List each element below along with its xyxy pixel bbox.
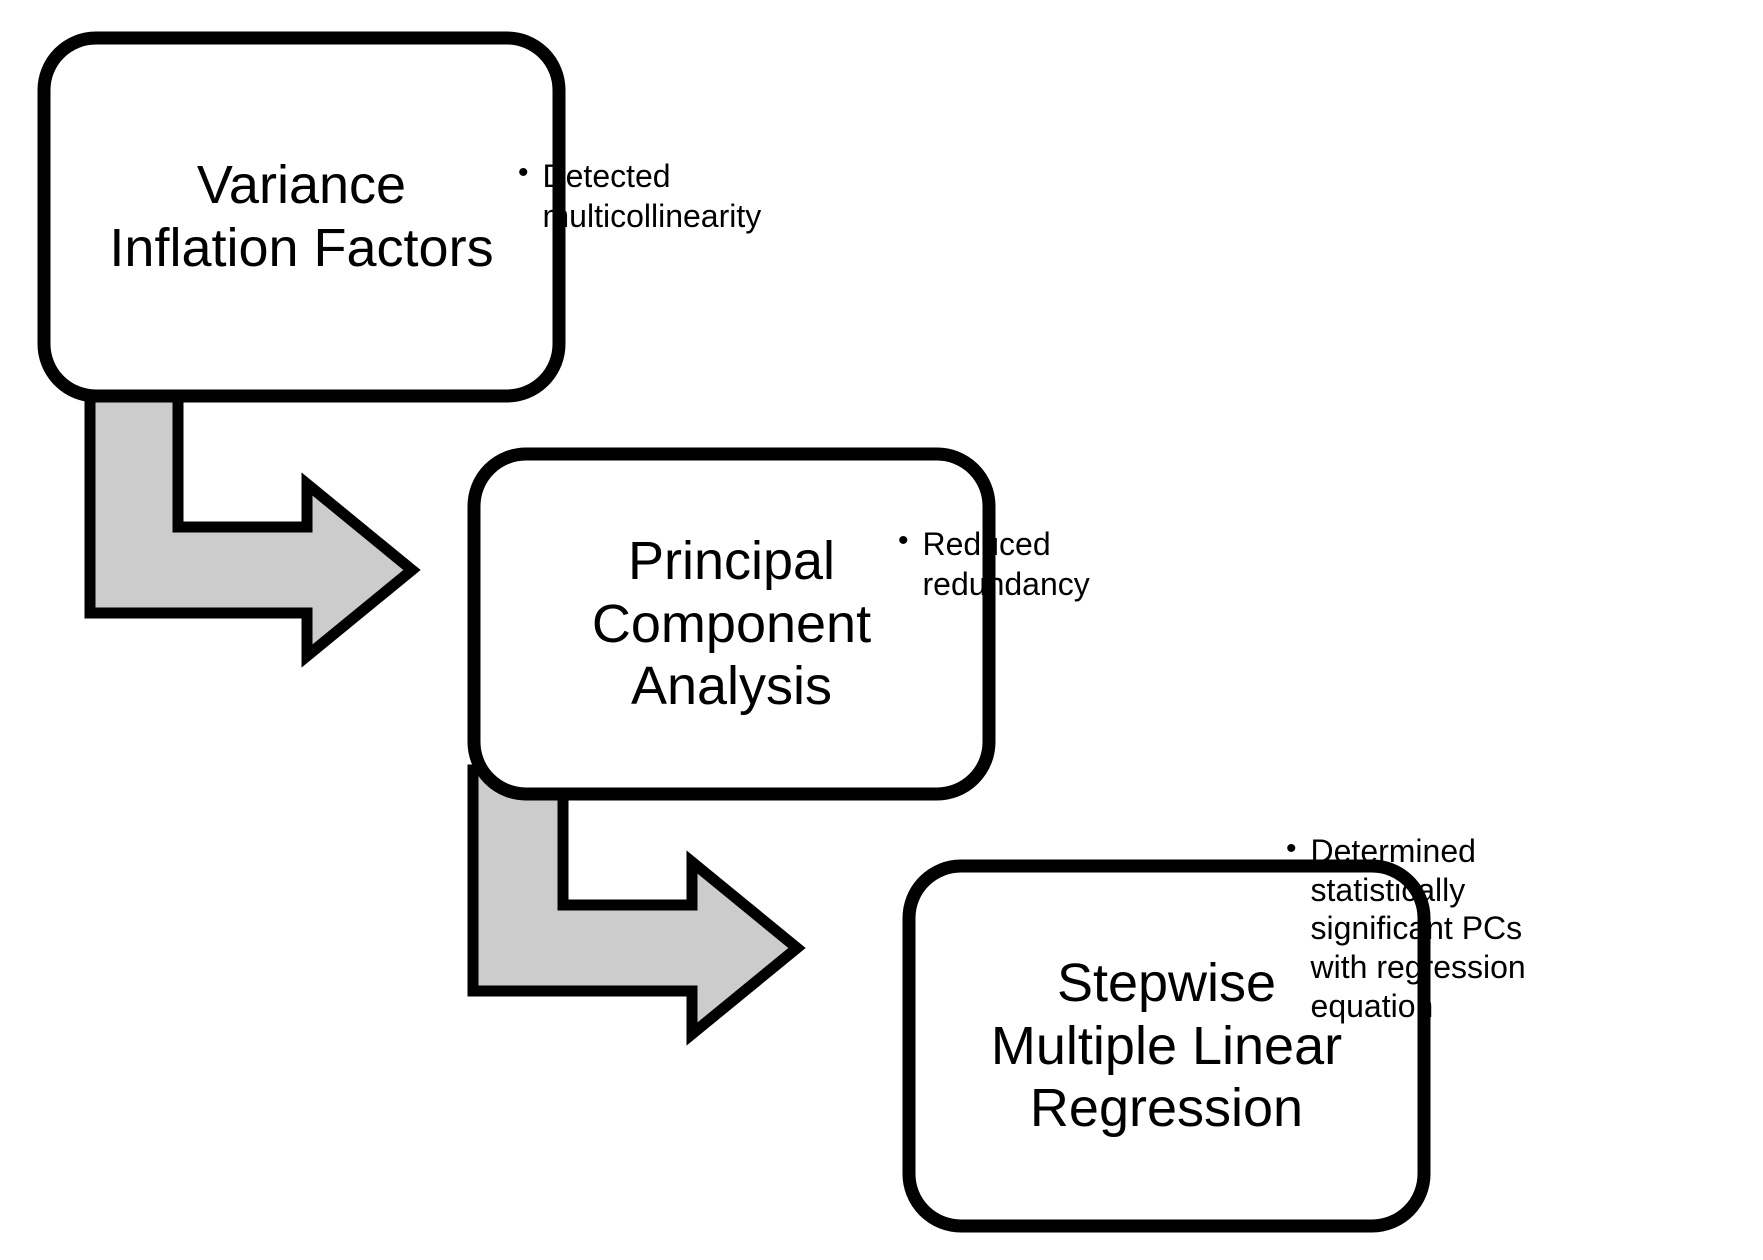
bullet-point-icon: • [518,156,529,189]
annotation-text: Reduced redundancy [922,526,1090,602]
annotation-stepwise-multiple-linear-regression: • Determined statistically significant P… [1286,832,1586,1026]
step-box-principal-component-analysis[interactable] [467,447,996,801]
annotation-text: Determined statistically significant PCs… [1310,833,1526,1024]
annotation-principal-component-analysis: • Reduced redundancy [898,524,1218,604]
step-box-stepwise-multiple-linear-regression[interactable] [902,859,1431,1233]
annotation-variance-inflation-factors: • Detected multicollinearity [518,156,838,236]
arrow-pca-to-smlr [467,764,806,1046]
bullet-point-icon: • [1286,832,1297,865]
arrow-vif-to-pca [84,366,421,668]
step-box-variance-inflation-factors[interactable] [37,31,566,403]
annotation-text: Detected multicollinearity [542,158,762,234]
bullet-point-icon: • [898,524,909,557]
